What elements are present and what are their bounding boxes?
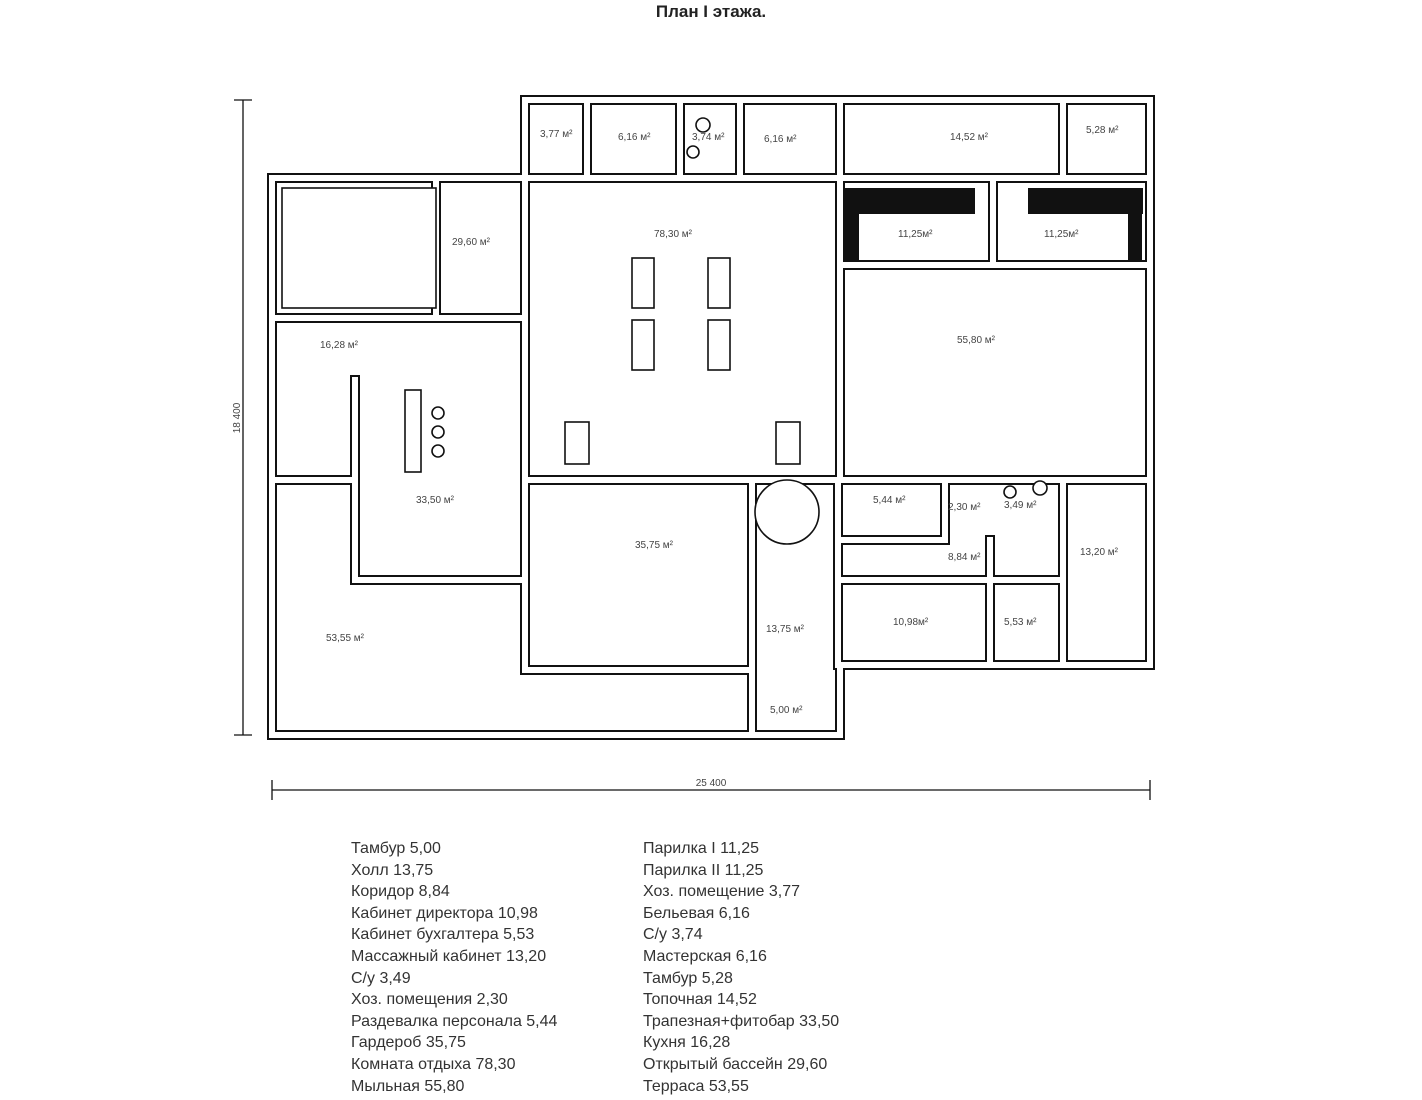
room-label: 5,44 м² [873,495,906,506]
legend-item: Мыльная 55,80 [351,1077,465,1095]
room-label: 78,30 м² [654,229,693,240]
legend-item: Гардероб 35,75 [351,1034,466,1052]
legend-item: Мастерская 6,16 [643,947,767,965]
legend-item: Комната отдыха 78,30 [351,1055,516,1073]
legend-item: Трапезная+фитобар 33,50 [643,1012,840,1030]
legend-item: Тамбур 5,28 [643,969,733,987]
legend-left: Тамбур 5,00 Холл 13,75 Коридор 8,84 Каби… [351,838,557,1097]
legend-item: Холл 13,75 [351,861,434,879]
plan-title: План I этажа. [655,2,767,21]
dining-table [564,421,590,465]
room-label: 5,28 м² [1086,125,1119,136]
room-label: 11,25м² [898,229,933,240]
legend-item: Массажный кабинет 13,20 [351,947,547,965]
room-label: 6,16 м² [764,134,797,145]
bar-counter [404,389,422,473]
legend-right: Парилка I 11,25 Парилка II 11,25 Хоз. по… [643,838,839,1097]
room-label: 33,50 м² [416,495,455,506]
legend-item: Хоз. помещение 3,77 [643,883,801,901]
legend-item: Коридор 8,84 [351,883,450,901]
room-label: 16,28 м² [320,340,359,351]
room-label: 13,75 м² [766,624,805,635]
legend-item: Кабинет директора 10,98 [351,904,538,922]
legend-item: Парилка I 11,25 [643,840,760,857]
dining-table [707,319,731,371]
legend-item: Раздевалка персонала 5,44 [351,1012,558,1030]
room-label: 55,80 м² [957,335,996,346]
legend-item: Бельевая 6,16 [643,904,750,922]
width-dimension: 25 400 [696,778,727,789]
room-label: 5,00 м² [770,705,803,716]
dimension-lines: 18 400 25 400 [232,99,1151,800]
sauna-bench [845,188,975,214]
legend-item: Кухня 16,28 [643,1034,731,1052]
dining-table [707,257,731,309]
spiral-stair [754,479,820,545]
legend-item: Кабинет бухгалтера 5,53 [351,926,535,944]
room-label: 11,25м² [1044,229,1079,240]
room-label: 10,98м² [893,617,929,628]
room-label: 14,52 м² [950,132,989,143]
legend-item: Терраса 53,55 [643,1077,749,1095]
dining-table [631,319,655,371]
sauna-bench [1028,188,1143,214]
room-label: 6,16 м² [618,132,651,143]
dining-table [775,421,801,465]
room-label: 3,77 м² [540,129,573,140]
room-label: 5,53 м² [1004,617,1037,628]
pool [281,187,437,309]
room-label: 35,75 м² [635,540,674,551]
legend-item: С/у 3,74 [643,926,703,944]
height-dimension: 18 400 [232,402,243,433]
room-labels: 3,77 м² 6,16 м² 3,74 м² 6,16 м² 14,52 м²… [320,125,1119,716]
room-label: 8,84 м² [948,552,981,563]
dining-table [631,257,655,309]
legend-item: Открытый бассейн 29,60 [643,1055,828,1073]
room-label: 2,30 м² [948,502,981,513]
room-label: 3,74 м² [692,132,725,143]
room-label: 53,55 м² [326,633,365,644]
legend-item: Хоз. помещения 2,30 [351,991,508,1009]
room-label: 13,20 м² [1080,547,1119,558]
legend-item: Топочная 14,52 [643,991,757,1009]
legend-item: Тамбур 5,00 [351,840,441,857]
legend-item: Парилка II 11,25 [643,861,764,879]
room-label: 29,60 м² [452,237,491,248]
legend-item: С/у 3,49 [351,969,411,987]
room-label: 3,49 м² [1004,500,1037,511]
furniture [281,117,1143,545]
